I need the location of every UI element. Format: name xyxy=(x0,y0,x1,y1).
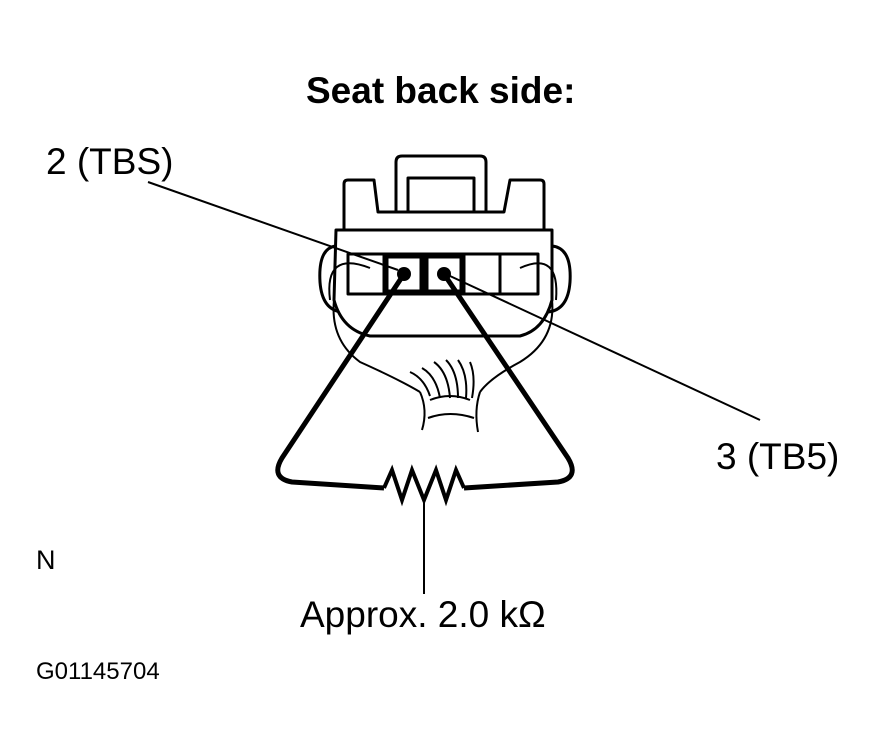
test-lead-left xyxy=(275,272,407,491)
diagram-title: Seat back side: xyxy=(306,70,576,111)
resistance-label: Approx. 2.0 kΩ xyxy=(300,594,546,635)
leader-line-left xyxy=(147,181,399,271)
wire-harness xyxy=(409,359,481,433)
leader-line-right xyxy=(449,275,761,421)
pin-label-right: 3 (TB5) xyxy=(716,436,840,477)
corner-mark: N xyxy=(36,545,56,575)
figure-code: G01145704 xyxy=(36,658,160,685)
pin-label-left: 2 (TBS) xyxy=(46,141,174,182)
test-lead-right xyxy=(441,272,575,491)
resistor-symbol xyxy=(382,464,466,507)
